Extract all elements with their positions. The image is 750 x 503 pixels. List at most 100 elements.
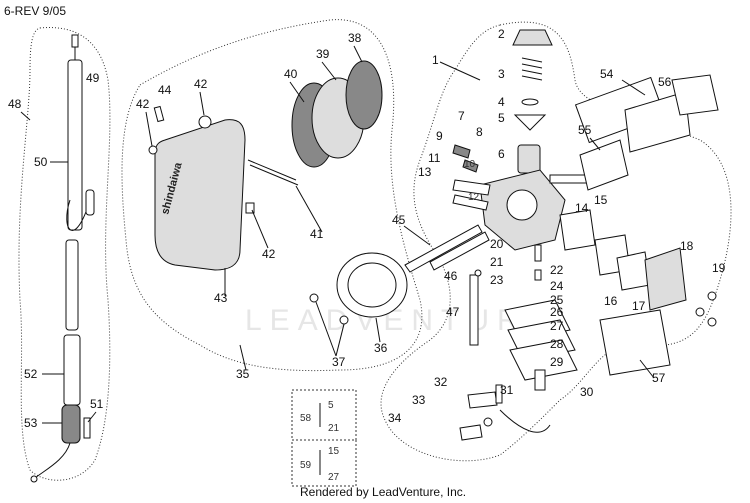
group-outline-throttle-cable [18, 27, 111, 481]
callout-42-top: 42 [194, 77, 208, 91]
callout-25: 25 [550, 293, 564, 307]
spring [521, 57, 543, 81]
throttle-link [499, 409, 551, 433]
kit-58-from: 5 [328, 400, 334, 411]
throttle-lever-bracket [467, 391, 498, 409]
carburetor-assembly [404, 29, 719, 441]
pump-cover-gasket [616, 251, 651, 291]
callout-51: 51 [90, 397, 104, 411]
throttle-grip [61, 404, 81, 444]
throttle-cable [66, 199, 91, 231]
kit-58-id: 58 [300, 413, 312, 424]
insulator [624, 91, 691, 153]
callout-45: 45 [392, 213, 406, 227]
callout-26: 26 [550, 305, 564, 319]
cover-screw-3 [707, 317, 717, 327]
pump-gasket [559, 209, 596, 251]
callout-32: 32 [434, 375, 448, 389]
idle-screw [452, 144, 471, 159]
trigger-pin [83, 417, 91, 439]
air-cleaner-assembly: shindaiwa [148, 60, 408, 325]
throttle-cable-assembly [30, 34, 95, 483]
callout-14: 14 [575, 201, 589, 215]
inlet-needle [534, 244, 542, 262]
mixture-screw [462, 159, 479, 173]
leader-lines [20, 45, 655, 424]
callout-57: 57 [652, 371, 666, 385]
callout-47: 47 [446, 305, 460, 319]
cover-screw [534, 369, 546, 391]
callout-42-right: 42 [262, 247, 276, 261]
callout-23: 23 [490, 273, 504, 287]
group-outline-air-cleaner [121, 19, 423, 372]
callout-35: 35 [236, 367, 250, 381]
callout-38: 38 [348, 31, 362, 45]
callout-4: 4 [498, 95, 505, 109]
kit-58-box: 58 5 21 [291, 389, 357, 441]
callout-39: 39 [316, 47, 330, 61]
callout-50: 50 [34, 155, 48, 169]
filter-element-screen [345, 60, 383, 130]
callout-19: 19 [712, 261, 726, 275]
callout-49: 49 [86, 71, 100, 85]
throttle-lever [549, 174, 591, 184]
mounting-bolt-lower [429, 231, 490, 271]
needle-clip [513, 114, 547, 131]
adjusting-needle [452, 179, 491, 196]
kit-58-to: 21 [328, 423, 340, 434]
callout-22: 22 [550, 263, 564, 277]
air-cleaner-base-inner [347, 262, 397, 308]
lever-collar [483, 417, 493, 427]
callout-12: 12 [468, 192, 480, 203]
callout-53: 53 [24, 416, 38, 430]
adjusting-needle-2 [452, 194, 489, 211]
callout-54: 54 [600, 67, 614, 81]
cable-end [34, 442, 71, 479]
pump-cover [644, 247, 687, 311]
callout-2: 2 [498, 27, 505, 41]
callout-37: 37 [332, 355, 346, 369]
decal [153, 105, 165, 123]
lever-pivot-bolt [459, 424, 483, 441]
kit-59-from: 15 [328, 446, 340, 457]
callout-55: 55 [578, 123, 592, 137]
callout-28: 28 [550, 337, 564, 351]
callout-11: 11 [428, 151, 441, 165]
throttle-valve [517, 144, 541, 174]
filter-spring-clip [247, 159, 299, 186]
callout-5: 5 [498, 111, 505, 125]
callout-17: 17 [632, 299, 646, 313]
cable-sleeve [85, 189, 95, 216]
callout-1: 1 [432, 53, 439, 67]
callout-48: 48 [8, 97, 22, 111]
cover-knob-screw [198, 115, 212, 129]
cover-side-screw [148, 145, 158, 155]
base-screw-lower [339, 315, 349, 325]
cable-end-fitting [71, 34, 79, 48]
callout-10: 10 [464, 159, 476, 170]
gasket-set [599, 309, 671, 376]
footer-credit: Rendered by LeadVenture, Inc. [300, 485, 466, 499]
callout-13: 13 [418, 165, 432, 179]
callout-15: 15 [594, 193, 608, 207]
callouts: 1 2 3 4 5 6 7 8 9 10 11 12 13 14 15 16 1… [8, 27, 726, 430]
callout-16: 16 [604, 294, 618, 308]
carburetor-bore [506, 189, 538, 221]
callout-21: 21 [490, 255, 504, 269]
callout-36: 36 [374, 341, 388, 355]
callout-24: 24 [550, 279, 564, 293]
cover-bolt [245, 202, 255, 214]
kit-59-box: 59 15 27 [291, 439, 357, 487]
callout-7: 7 [458, 109, 465, 123]
callout-30: 30 [580, 385, 594, 399]
cover-screw-2 [695, 307, 705, 317]
callout-52: 52 [24, 367, 38, 381]
base-screw-upper [309, 293, 319, 303]
callout-8: 8 [476, 125, 483, 139]
callout-34: 34 [388, 411, 402, 425]
kit-59-to: 27 [328, 472, 340, 483]
mounting-bolt-upper [404, 224, 483, 273]
breather-tube [469, 274, 479, 346]
